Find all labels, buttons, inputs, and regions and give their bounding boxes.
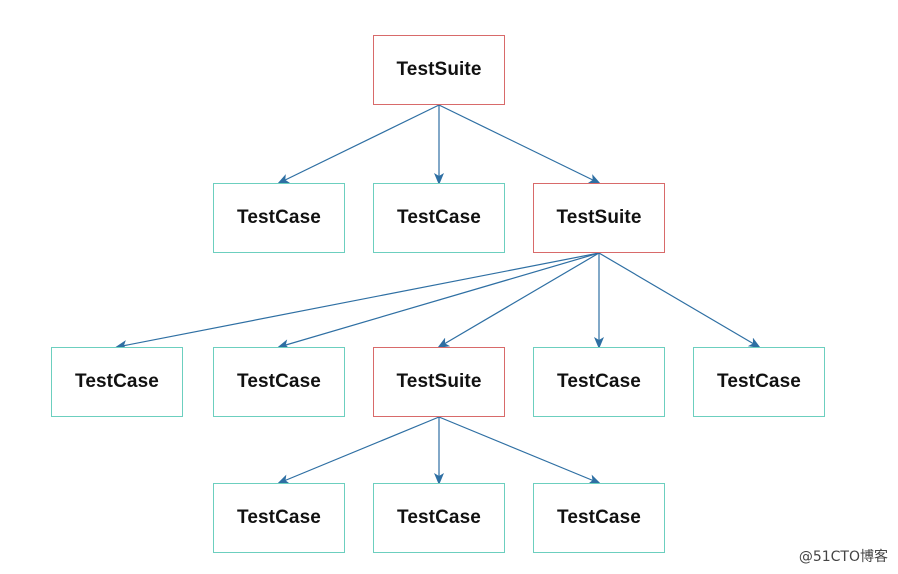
node-l1-testcase-1: TestCase — [213, 183, 345, 253]
node-l3-testcase-2: TestCase — [373, 483, 505, 553]
edge-l2_suite-to-l3_case3 — [438, 416, 601, 484]
watermark-text: @51CTO博客 — [798, 549, 888, 565]
edge-l1_suite-to-l2_case2 — [277, 252, 600, 349]
edge-l1_suite-to-l2_case4 — [598, 252, 761, 349]
node-l3-testcase-3: TestCase — [533, 483, 665, 553]
edge-root-to-l1_case1 — [277, 104, 440, 184]
node-l2-testsuite: TestSuite — [373, 347, 505, 417]
node-root-testsuite: TestSuite — [373, 35, 505, 105]
node-l1-testcase-2: TestCase — [373, 183, 505, 253]
node-l1-testsuite: TestSuite — [533, 183, 665, 253]
node-l2-testcase-2: TestCase — [213, 347, 345, 417]
node-l2-testcase-4: TestCase — [693, 347, 825, 417]
edge-l2_suite-to-l3_case1 — [277, 416, 440, 484]
edge-l1_suite-to-l2_suite — [437, 252, 600, 349]
edge-root-to-l1_suite — [438, 104, 601, 184]
edge-l1_suite-to-l2_case1 — [115, 252, 600, 350]
node-l2-testcase-1: TestCase — [51, 347, 183, 417]
node-l2-testcase-3: TestCase — [533, 347, 665, 417]
node-l3-testcase-1: TestCase — [213, 483, 345, 553]
